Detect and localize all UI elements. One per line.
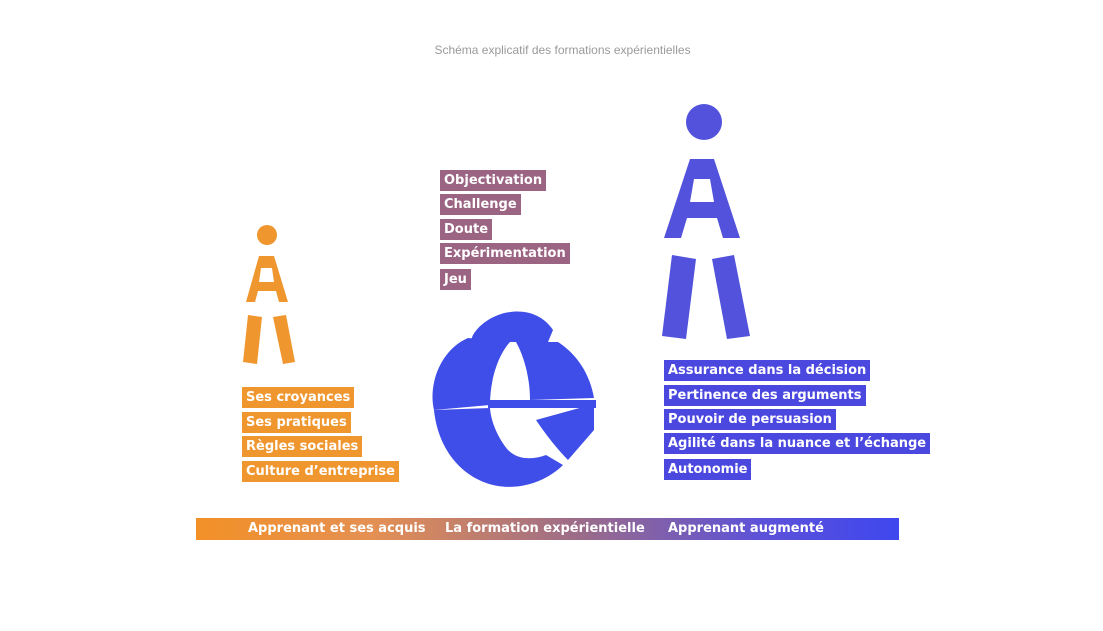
center-tag-4: Expérimentation [440, 243, 570, 264]
left-tag-3: Règles sociales [242, 436, 363, 457]
right-tag-1: Assurance dans la décision [664, 360, 871, 381]
e-logo-icon [432, 311, 596, 487]
bar-label-training: La formation expérientielle [445, 521, 645, 536]
center-tag-3: Doute [440, 219, 493, 240]
center-tag-2: Challenge [440, 194, 521, 215]
bar-label-learner: Apprenant et ses acquis [248, 521, 426, 536]
left-tag-2: Ses pratiques [242, 412, 351, 433]
augmented-learner-figure-icon [662, 104, 750, 339]
center-tag-1: Objectivation [440, 170, 547, 191]
learner-figure-icon [243, 225, 295, 364]
progression-bar: Apprenant et ses acquis La formation exp… [196, 518, 899, 540]
right-tag-2: Pertinence des arguments [664, 385, 866, 406]
right-tag-5: Autonomie [664, 459, 752, 480]
right-tag-4: Agilité dans la nuance et l’échange [664, 433, 931, 454]
bar-label-augmented: Apprenant augmenté [668, 521, 824, 536]
center-tag-5: Jeu [440, 269, 471, 290]
left-tag-1: Ses croyances [242, 387, 355, 408]
right-tag-3: Pouvoir de persuasion [664, 409, 836, 430]
left-tag-4: Culture d’entreprise [242, 461, 399, 482]
diagram-caption: Schéma explicatif des formations expérie… [434, 43, 691, 57]
